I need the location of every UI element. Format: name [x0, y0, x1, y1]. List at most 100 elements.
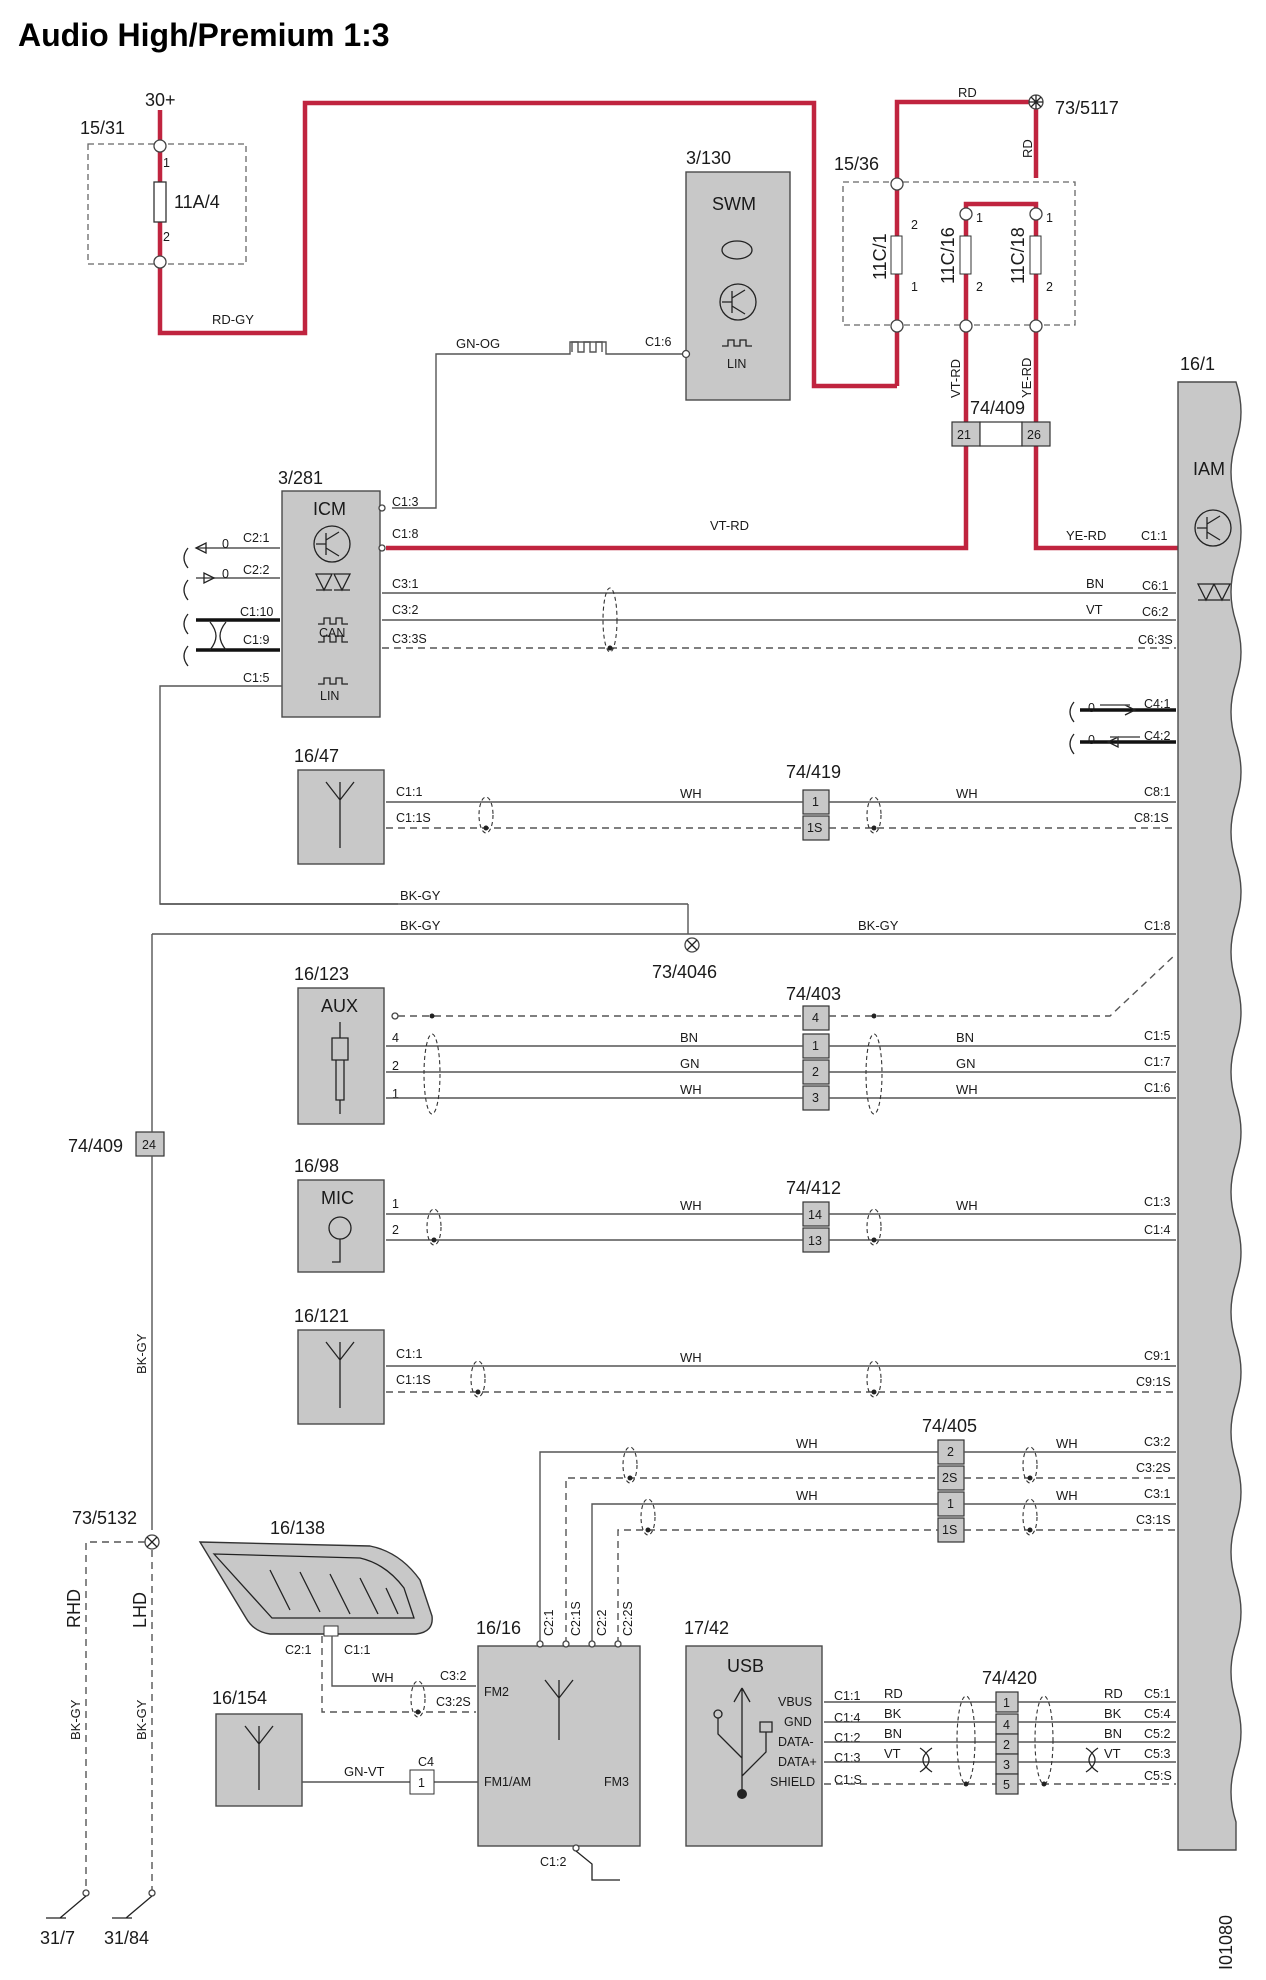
connector-74-412: 74/412 14 13 [786, 1178, 841, 1253]
fusebox2-id: 15/36 [834, 154, 879, 174]
svg-text:C1:1: C1:1 [344, 1643, 370, 1657]
svg-text:C1:9: C1:9 [243, 633, 269, 647]
transistor-icon [719, 283, 757, 321]
svg-text:C1:3: C1:3 [392, 495, 418, 509]
svg-text:RD: RD [1104, 1686, 1123, 1701]
svg-text:WH: WH [680, 1082, 702, 1097]
svg-text:C2:1: C2:1 [285, 1643, 311, 1657]
svg-text:GN: GN [956, 1056, 976, 1071]
swm-pin: C1:6 [645, 335, 671, 349]
wire-vt-rd-vertical: VT-RD [948, 359, 963, 398]
svg-text:17/42: 17/42 [684, 1618, 729, 1638]
svg-text:GN-VT: GN-VT [344, 1764, 385, 1779]
svg-text:1: 1 [392, 1197, 399, 1211]
svg-text:BN: BN [956, 1030, 974, 1045]
svg-text:C3:3S: C3:3S [392, 632, 427, 646]
svg-text:BN: BN [884, 1726, 902, 1741]
tuner-16-16: 16/16 C2:1 C2:1S C2:2 C2:2S FM2 FM1/AM F… [476, 1601, 641, 1881]
svg-text:C3:1: C3:1 [1144, 1487, 1170, 1501]
splice-73-4046: BK-GY BK-GY BK-GY 73/4046 C1:8 [152, 888, 1176, 982]
iam-c4-io: 0 0 C4:1 C4:2 [1069, 697, 1176, 755]
wire-rd-gy-label: RD-GY [212, 312, 254, 327]
svg-text:74/409: 74/409 [68, 1136, 123, 1156]
svg-text:C1:4: C1:4 [834, 1711, 860, 1725]
fuse-pin-2: 2 [163, 230, 170, 244]
svg-text:C1:2: C1:2 [540, 1855, 566, 1869]
svg-text:1: 1 [947, 1497, 954, 1511]
svg-text:FM2: FM2 [484, 1685, 509, 1699]
svg-text:16/138: 16/138 [270, 1518, 325, 1538]
svg-text:VBUS: VBUS [778, 1695, 812, 1709]
connector-74-405: 74/405 2 2S 1 1S [922, 1416, 977, 1543]
svg-text:2S: 2S [942, 1471, 957, 1485]
svg-text:4: 4 [1003, 1718, 1010, 1732]
svg-text:C1:5: C1:5 [1144, 1029, 1170, 1043]
svg-text:C1:1: C1:1 [396, 785, 422, 799]
svg-text:1S: 1S [807, 821, 822, 835]
splice-73-5132: 73/5132 RHD LHD BK-GY BK-GY 31/7 31/84 [40, 1508, 160, 1948]
icm-transistor-icon [313, 525, 351, 563]
svg-text:FM1/AM: FM1/AM [484, 1775, 531, 1789]
svg-text:13: 13 [808, 1234, 822, 1248]
svg-text:1: 1 [976, 211, 983, 225]
svg-text:C1:3: C1:3 [1144, 1195, 1170, 1209]
fusebox-15-31: 15/31 30+ 1 2 11A/4 RD-GY [80, 90, 897, 389]
svg-text:C6:1: C6:1 [1142, 579, 1168, 593]
svg-text:74/420: 74/420 [982, 1668, 1037, 1688]
svg-text:C6:3S: C6:3S [1138, 633, 1173, 647]
svg-text:GND: GND [784, 1715, 812, 1729]
fuse-11c16 [959, 235, 972, 275]
icm-name: ICM [313, 499, 346, 519]
svg-text:1: 1 [392, 1087, 399, 1101]
svg-text:1: 1 [812, 1039, 819, 1053]
connector-74-419: 74/419 1 1S [786, 762, 841, 841]
svg-text:C3:2: C3:2 [1144, 1435, 1170, 1449]
svg-text:LHD: LHD [130, 1592, 150, 1628]
svg-text:2: 2 [812, 1065, 819, 1079]
svg-text:31/84: 31/84 [104, 1928, 149, 1948]
fuse-11c18 [1029, 235, 1042, 275]
svg-text:C3:2S: C3:2S [1136, 1461, 1171, 1475]
svg-text:VT: VT [1104, 1746, 1121, 1761]
svg-text:C1:4: C1:4 [1144, 1223, 1170, 1237]
svg-text:C2:1S: C2:1S [569, 1601, 583, 1636]
icm-module: 3/281 ICM CAN LIN C1:3 C1:8 C2:1 C2:2 C1… [240, 468, 427, 718]
wire-rd-top: RD [958, 85, 977, 100]
svg-text:RHD: RHD [64, 1589, 84, 1628]
svg-text:3: 3 [1003, 1758, 1010, 1772]
svg-text:BK-GY: BK-GY [400, 888, 441, 903]
svg-text:WH: WH [1056, 1436, 1078, 1451]
svg-text:C3:1: C3:1 [392, 577, 418, 591]
svg-text:GN: GN [680, 1056, 700, 1071]
wire-gn-og: GN-OG [456, 336, 500, 351]
window-antenna-16-138: 16/138 C2:1 C1:1 [198, 1518, 433, 1657]
swm-id: 3/130 [686, 148, 731, 168]
wire-vt-rd: VT-RD [710, 518, 749, 533]
svg-text:1S: 1S [942, 1523, 957, 1537]
svg-text:WH: WH [956, 786, 978, 801]
fuse-11c1-label: 11C/1 [870, 233, 890, 280]
svg-text:C2:1: C2:1 [542, 1610, 556, 1636]
svg-text:0: 0 [1088, 733, 1095, 747]
icm-lin: LIN [320, 689, 339, 703]
fuse-11a4 [153, 181, 167, 223]
svg-text:C1:2: C1:2 [834, 1731, 860, 1745]
svg-text:1: 1 [418, 1776, 425, 1790]
svg-text:BK-GY: BK-GY [400, 918, 441, 933]
usb-module: 17/42 USB VBUS GND DATA- DATA+ SHIELD C1… [684, 1618, 862, 1847]
power-feed-label: 30+ [145, 90, 176, 110]
svg-text:USB: USB [727, 1656, 764, 1676]
svg-text:31/7: 31/7 [40, 1928, 75, 1948]
svg-text:C1:1: C1:1 [834, 1689, 860, 1703]
svg-text:3: 3 [812, 1091, 819, 1105]
svg-text:C1:10: C1:10 [240, 605, 273, 619]
connector-74-409-label: 74/409 [970, 398, 1025, 418]
svg-text:0: 0 [1088, 701, 1095, 715]
antenna1-id: 16/47 [294, 746, 339, 766]
fuse-label: 11A/4 [174, 192, 220, 212]
svg-text:21: 21 [957, 428, 971, 442]
svg-text:WH: WH [680, 786, 702, 801]
connector-74-409-lower: 74/409 24 BK-GY [68, 934, 165, 1530]
swm-module: 3/130 SWM LIN C1:6 [645, 148, 791, 401]
svg-text:BK-GY: BK-GY [134, 1333, 149, 1374]
